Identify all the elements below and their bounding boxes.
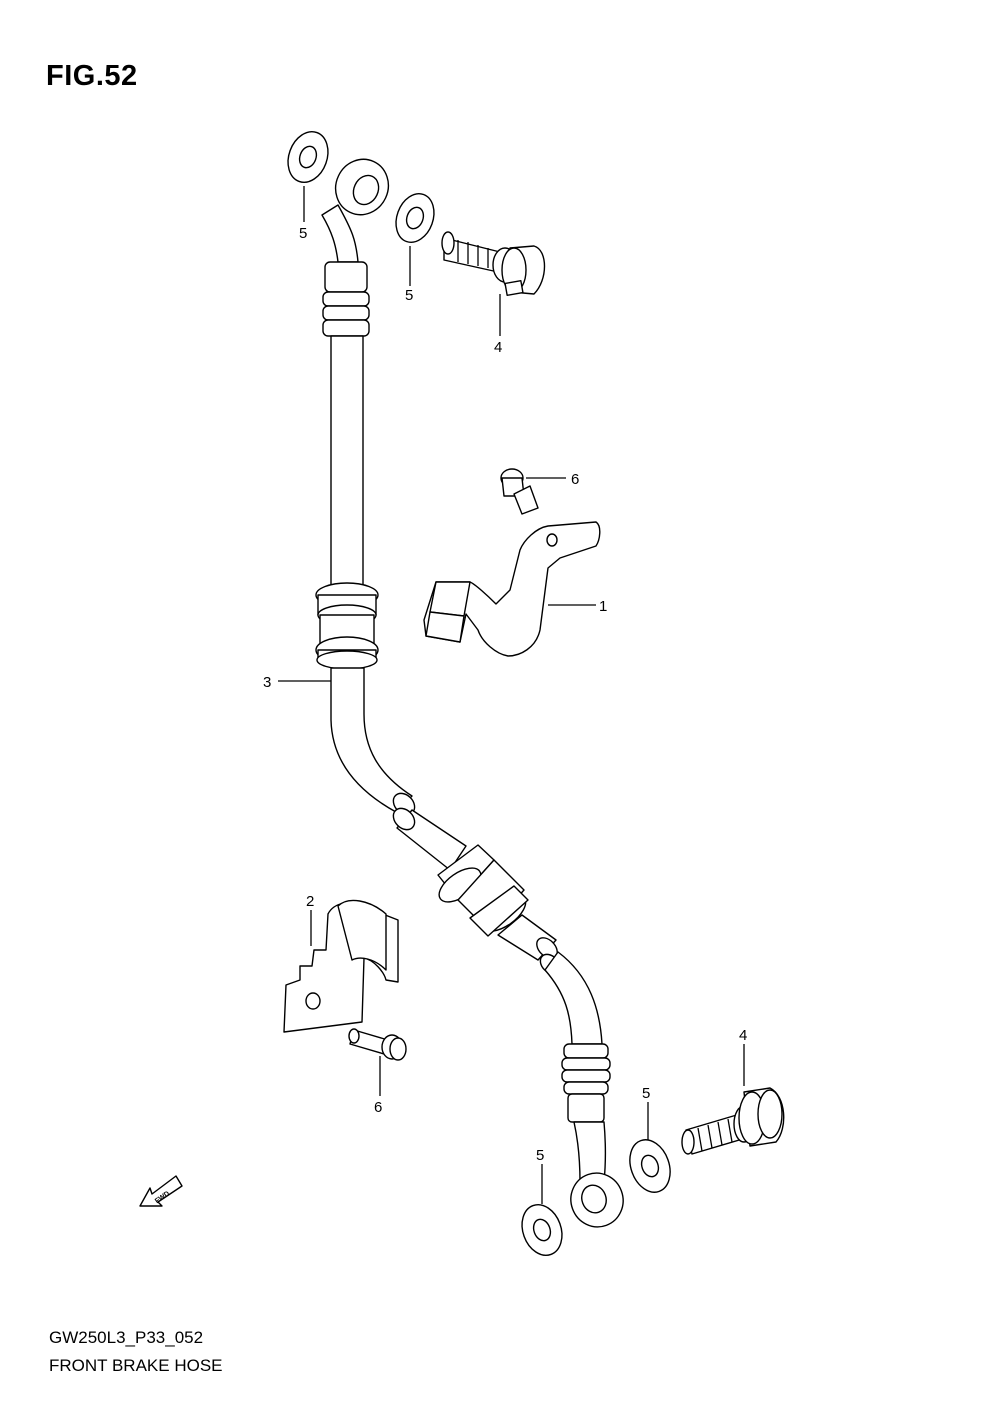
callout-4-lower: 4 xyxy=(739,1027,747,1044)
lower-hose-collar xyxy=(561,1043,611,1123)
callout-6-lower: 6 xyxy=(374,1099,382,1116)
callout-5-upper-right: 5 xyxy=(405,287,413,304)
bolt-small-lower xyxy=(348,1028,407,1061)
callout-5-lower-right: 5 xyxy=(642,1085,650,1102)
clamp-bracket-lower xyxy=(283,899,399,1033)
washer-upper-right xyxy=(395,193,435,243)
upper-hose-collar xyxy=(322,261,370,337)
figure-title: FIG.52 xyxy=(46,60,138,92)
union-bolt-lower xyxy=(681,1087,785,1155)
lower-banjo-fitting xyxy=(570,1121,624,1228)
washer-lower-left xyxy=(521,1204,563,1256)
callout-6-upper: 6 xyxy=(571,471,579,488)
callout-5-upper-left: 5 xyxy=(299,225,307,242)
callout-4-upper: 4 xyxy=(494,339,502,356)
callout-3: 3 xyxy=(263,674,271,691)
figure-code: GW250L3_P33_052 xyxy=(49,1328,204,1347)
lower-grommet xyxy=(437,844,529,937)
hose-grommet xyxy=(315,582,379,670)
callout-5-lower-left: 5 xyxy=(536,1147,544,1164)
clamp-bracket-upper xyxy=(423,521,601,657)
callout-1: 1 xyxy=(599,598,607,615)
bolt-small-upper xyxy=(500,468,539,515)
forward-arrow-icon: FWD xyxy=(139,1175,183,1207)
upper-hose-tube xyxy=(330,335,364,589)
figure-caption: FRONT BRAKE HOSE xyxy=(49,1356,223,1375)
union-bolt-upper xyxy=(441,231,546,296)
middle-hose-tube xyxy=(330,667,416,816)
washer-lower-right xyxy=(629,1139,671,1193)
callout-2: 2 xyxy=(306,893,314,910)
hose-segment-mid xyxy=(392,807,467,871)
upper-banjo-fitting xyxy=(321,158,390,263)
washer-upper-left xyxy=(287,131,329,183)
hose-segment-lower xyxy=(497,914,603,1045)
